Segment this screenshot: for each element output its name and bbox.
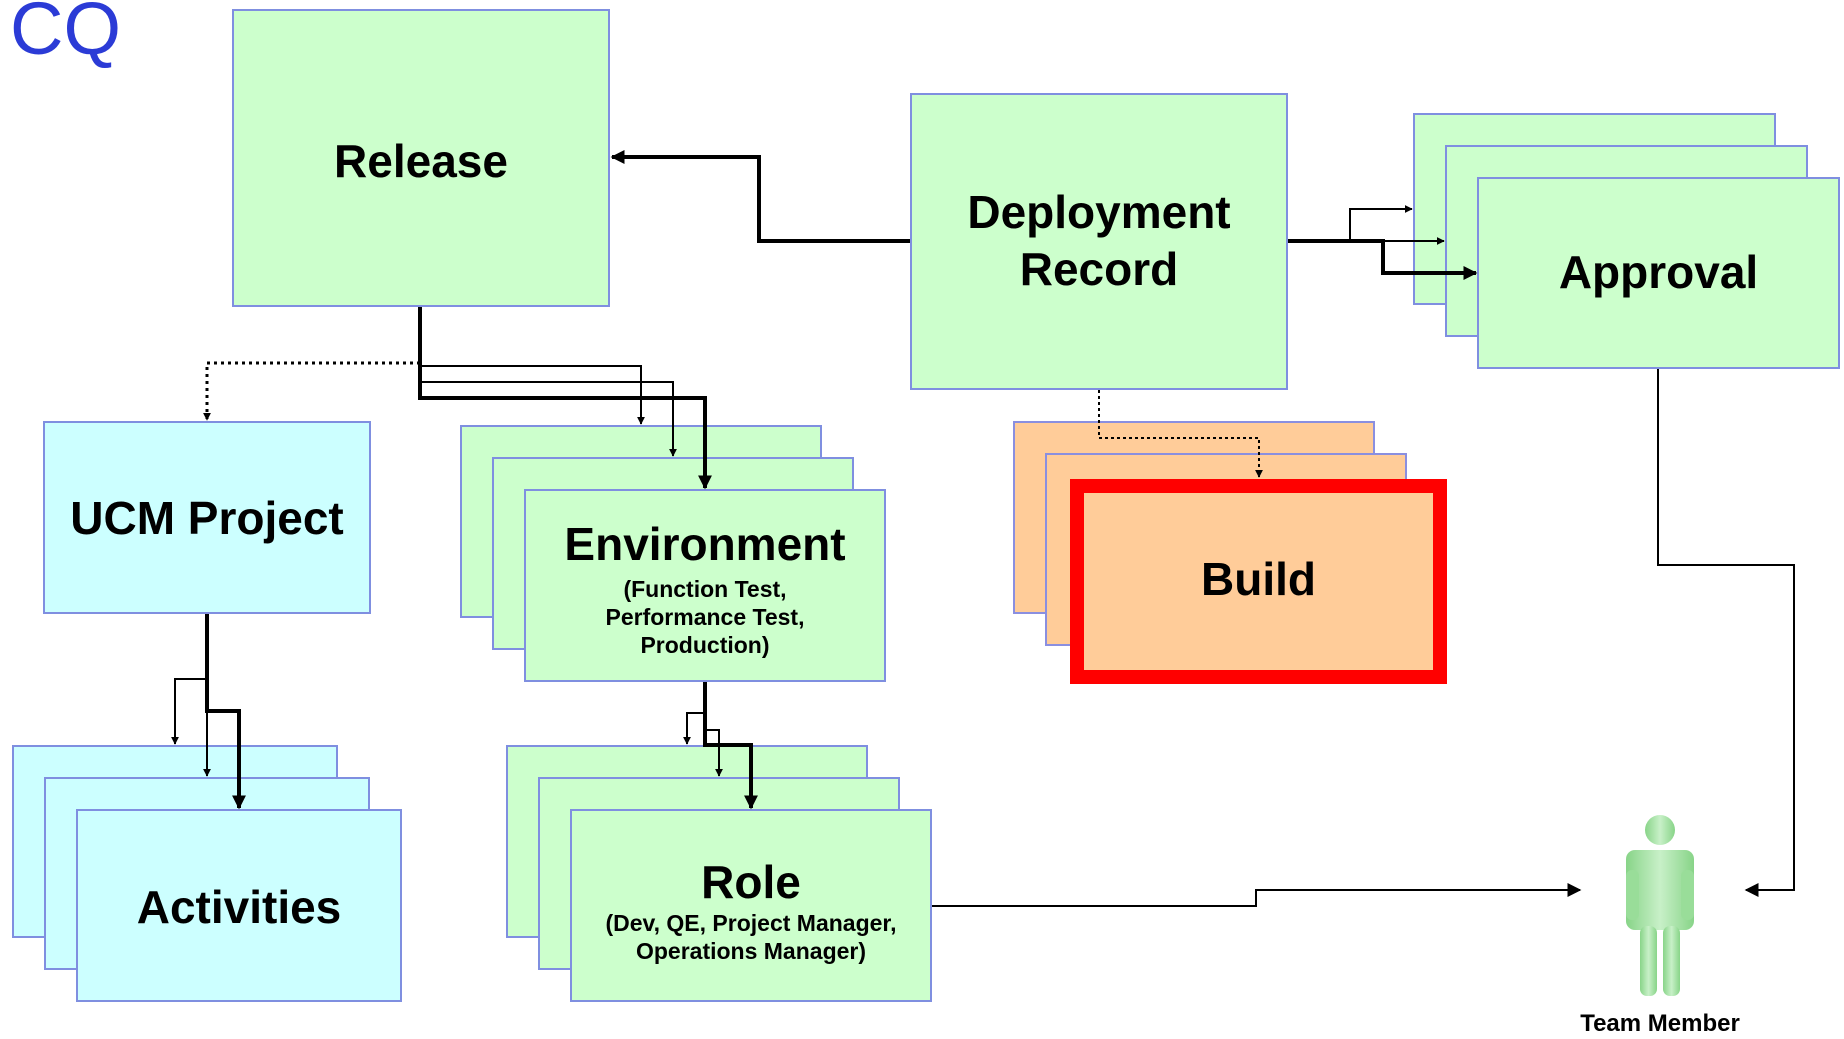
release-to-environment-connector <box>418 307 712 490</box>
environment-label: Environment <box>564 518 846 570</box>
ucm-to-activities-back-connector <box>171 614 208 745</box>
approval-box: Approval <box>1477 177 1840 369</box>
deployment-to-approval-connector <box>1288 239 1478 280</box>
deployment-record-box: Deployment Record <box>910 93 1288 390</box>
role-label: Role <box>701 856 801 908</box>
approval-label: Approval <box>1558 246 1759 298</box>
release-to-environment-back-connector <box>419 307 645 425</box>
environment-sub-line1: (Function Test, <box>623 576 787 602</box>
diagram-title: CQ <box>10 0 121 70</box>
environment-sub-line3: Production) <box>640 632 770 658</box>
activities-box: Activities <box>76 809 402 1002</box>
environment-sub-line2: Performance Test, <box>605 604 805 630</box>
activities-label: Activities <box>136 881 342 933</box>
deployment-to-approval-back-connector <box>1288 205 1413 242</box>
role-sub-line2: Operations Manager) <box>635 938 867 964</box>
deployment-record-label-line1: Deployment <box>967 186 1231 238</box>
release-to-ucm-connector <box>203 361 420 421</box>
role-to-team-member-connector <box>932 883 1582 907</box>
build-box: Build <box>1070 479 1447 684</box>
deployment-to-build-connector <box>1098 390 1263 478</box>
release-label: Release <box>334 135 508 187</box>
environment-box: Environment (Function Test, Performance … <box>524 489 886 682</box>
release-box: Release <box>232 9 610 307</box>
ucm-to-activities-connector <box>205 614 246 810</box>
environment-to-role-connector <box>703 682 758 810</box>
role-sub-line1: (Dev, QE, Project Manager, <box>605 910 897 936</box>
role-box: Role (Dev, QE, Project Manager, Operatio… <box>570 809 932 1002</box>
ucm-project-label: UCM Project <box>70 492 344 544</box>
deployment-record-label-line2: Record <box>1019 243 1179 295</box>
environment-to-role-middle-connector <box>704 682 723 777</box>
ucm-project-box: UCM Project <box>43 421 371 614</box>
approval-to-team-member-connector <box>1657 369 1795 897</box>
person-icon <box>1626 815 1694 996</box>
deployment-to-release-connector <box>610 150 910 243</box>
release-to-environment-middle-connector <box>419 307 677 457</box>
environment-to-role-back-connector <box>683 682 706 745</box>
build-label: Build <box>1201 553 1316 605</box>
team-member-label: Team Member <box>1580 1010 1740 1037</box>
